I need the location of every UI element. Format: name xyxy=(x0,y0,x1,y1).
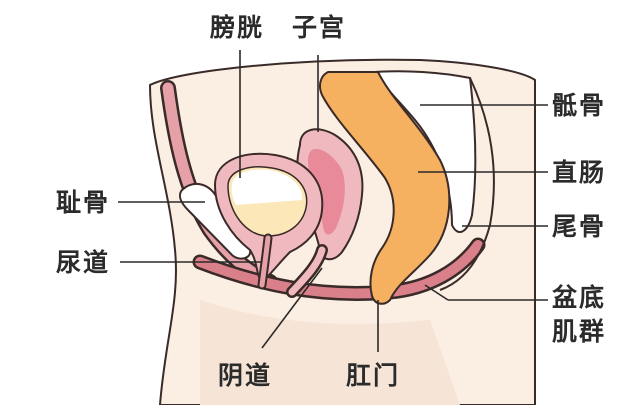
label-urethra: 尿道 xyxy=(56,248,110,277)
label-pelvic-floor-line1: 盆底 xyxy=(552,283,606,312)
label-rectum: 直肠 xyxy=(552,158,606,187)
label-uterus: 子宫 xyxy=(292,13,346,42)
label-sacrum: 骶骨 xyxy=(552,91,606,120)
back-outline xyxy=(439,77,495,291)
label-pubis: 耻骨 xyxy=(56,188,110,217)
label-vagina: 阴道 xyxy=(218,361,272,390)
sacrum-bone xyxy=(373,70,477,234)
label-anus: 肛门 xyxy=(346,361,400,390)
label-pelvic-floor-line2: 肌群 xyxy=(552,317,606,346)
rectum xyxy=(319,71,451,305)
leader-vagina xyxy=(261,267,323,349)
body-shadow xyxy=(200,300,460,405)
label-bladder: 膀胱 xyxy=(209,13,264,42)
label-coccyx: 尾骨 xyxy=(552,212,606,241)
urethra-tube-inner xyxy=(259,235,271,288)
uterus-cavity xyxy=(307,149,345,235)
vagina-canal-inner xyxy=(288,246,326,296)
leader-pelvic-floor xyxy=(424,284,449,301)
bladder-white-area xyxy=(231,169,303,205)
